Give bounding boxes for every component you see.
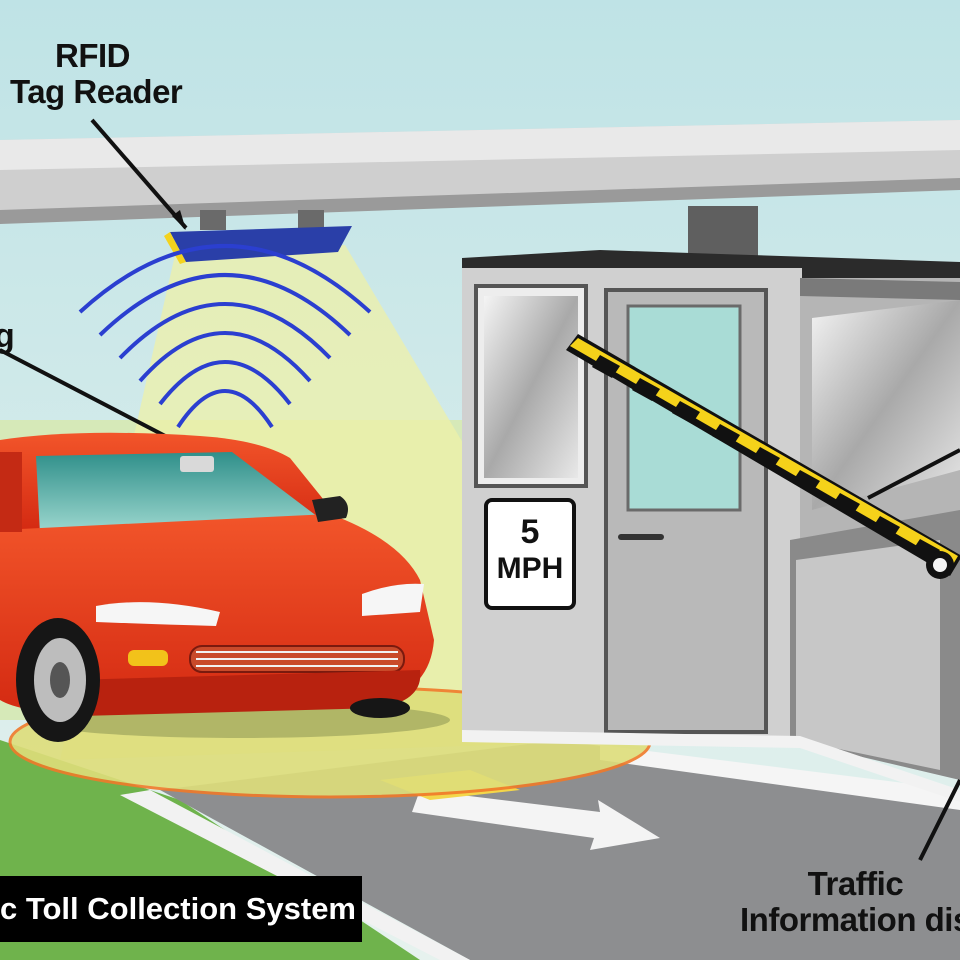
- car-icon: [0, 432, 450, 742]
- rfid-label-line2: Tag Reader: [10, 73, 183, 110]
- traffic-label-line2: Information dis: [740, 901, 960, 938]
- rfid-tag: [180, 456, 214, 472]
- barrier-gate-icon: [566, 334, 960, 579]
- toll-booth-icon: [462, 206, 960, 802]
- rfid-pointer-line: [90, 118, 188, 230]
- caption-banner: c Toll Collection System: [0, 876, 362, 942]
- gantry-beam-top: [0, 120, 960, 170]
- road-edge: [120, 790, 470, 960]
- rfid-pointer-head: [172, 210, 186, 230]
- road-lane-edge: [600, 745, 960, 810]
- rfid-label-line1: RFID: [55, 37, 131, 74]
- speed-limit-unit: MPH: [496, 552, 564, 585]
- rfid-reader-icon: [164, 210, 352, 264]
- traffic-pointer-line: [918, 779, 960, 861]
- speed-limit-number: 5: [520, 513, 540, 551]
- barrier-pointer-line: [867, 448, 960, 500]
- road-arrow-icon: [412, 790, 660, 850]
- gantry-beam-shadow: [0, 178, 960, 224]
- traffic-display-label: Traffic Information dis: [740, 866, 960, 938]
- tag-label-fragment: g: [0, 317, 15, 355]
- rfid-reader-label: RFID Tag Reader: [10, 37, 183, 110]
- traffic-label-line1: Traffic: [807, 865, 904, 902]
- radio-waves-icon: [78, 244, 372, 429]
- speed-limit-sign: 5 MPH: [484, 498, 576, 610]
